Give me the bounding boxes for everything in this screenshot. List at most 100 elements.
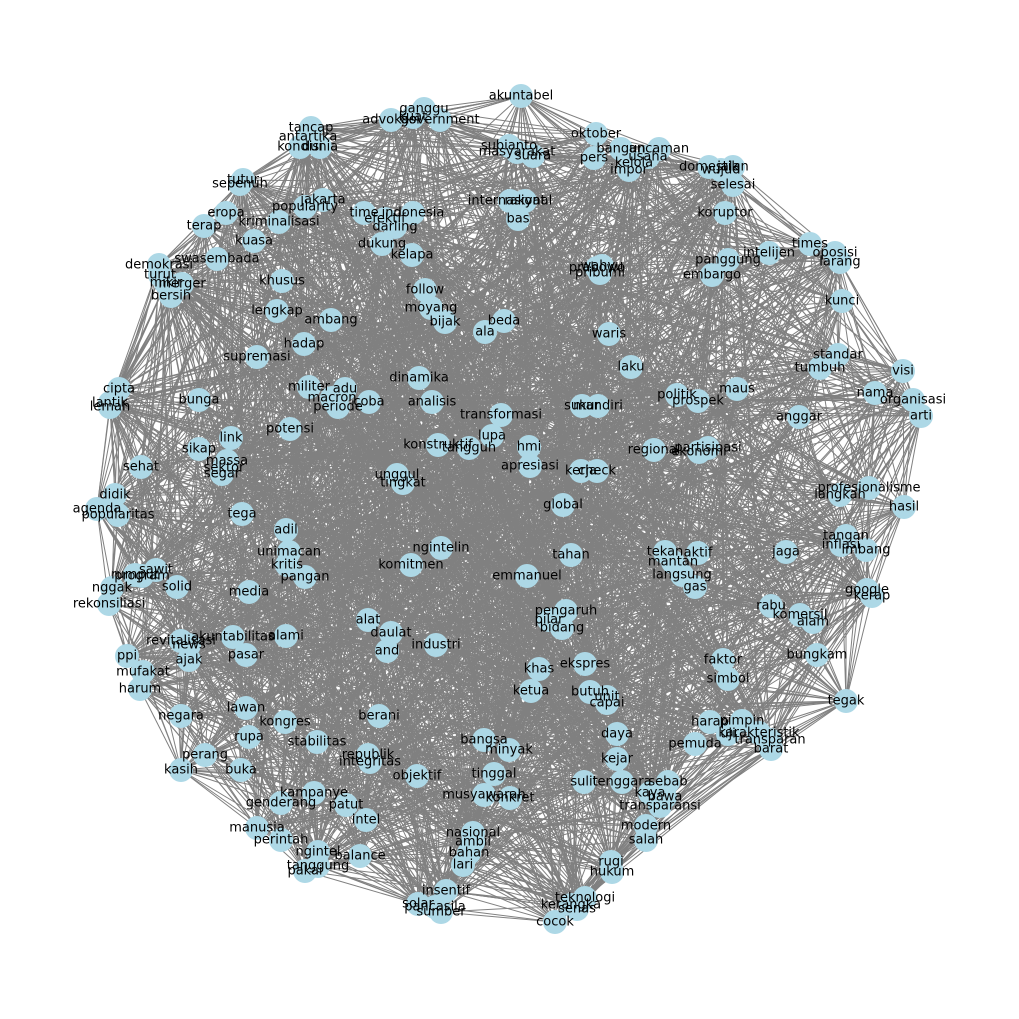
node-label: alam: [797, 615, 829, 630]
graph-edge: [114, 494, 369, 621]
graph-edge: [468, 696, 608, 854]
node-label: organisasi: [880, 393, 946, 408]
graph-edge: [472, 841, 572, 906]
graph-node: [311, 188, 335, 212]
node-label: lantik: [92, 396, 129, 411]
graph-edge: [645, 156, 649, 841]
graph-edge: [180, 769, 258, 829]
graph-edge: [554, 169, 630, 923]
graph-edge: [165, 282, 591, 693]
graph-edge: [304, 206, 618, 760]
graph-edge: [245, 654, 485, 796]
graph-edge: [126, 367, 821, 657]
node-label: merger: [158, 277, 206, 292]
graph-edge: [402, 482, 585, 783]
graph-edge: [417, 259, 729, 905]
graph-edge: [367, 754, 442, 913]
graph-edge: [649, 449, 655, 794]
graph-edge: [437, 444, 760, 734]
graph-edge: [645, 700, 847, 841]
graph-edge: [142, 671, 572, 906]
graph-edge: [601, 184, 734, 267]
node-label: pasar: [228, 648, 265, 663]
graph-edge: [159, 274, 369, 621]
node-label: unit: [594, 690, 619, 705]
node-label: cocok: [536, 915, 574, 930]
node-label: imbang: [842, 543, 891, 558]
node-label: gas: [684, 580, 707, 595]
node-label: kejar: [601, 752, 634, 767]
graph-edge: [319, 145, 510, 148]
graph-edge: [359, 852, 470, 857]
graph-edge: [819, 367, 841, 496]
node-label: akuntabel: [489, 89, 554, 104]
graph-edge: [181, 283, 418, 777]
graph-edge: [554, 265, 603, 923]
graph-edge: [126, 569, 157, 657]
graph-edge: [299, 146, 586, 899]
graph-edge: [165, 282, 678, 396]
graph-edge: [276, 156, 649, 312]
graph-edge: [768, 252, 821, 369]
node-label: integritas: [339, 755, 401, 770]
graph-edge: [245, 399, 914, 656]
graph-edge: [472, 151, 518, 843]
graph-edge: [440, 911, 556, 923]
graph-edge: [359, 212, 726, 857]
graph-edge: [430, 307, 724, 661]
node-label: wujud: [702, 163, 741, 178]
graph-edge: [140, 466, 556, 923]
graph-edge: [659, 416, 800, 807]
graph-edge: [203, 221, 280, 227]
node-label: analisis: [408, 395, 457, 410]
graph-edge: [158, 240, 255, 266]
graph-edge: [865, 415, 922, 551]
graph-edge: [529, 252, 836, 467]
graph-edge: [727, 392, 876, 680]
graph-edge: [203, 225, 729, 735]
graph-edge: [649, 367, 821, 794]
graph-edge: [134, 449, 655, 576]
graph-edge: [109, 402, 474, 834]
graph-edge: [359, 855, 419, 905]
node-label: hasil: [889, 500, 919, 515]
graph-edge: [232, 399, 914, 638]
graph-edge: [140, 274, 161, 468]
node-label: dunia: [302, 140, 338, 155]
graph-edge: [109, 108, 425, 404]
graph-edge: [322, 116, 414, 201]
graph-edge: [616, 614, 801, 760]
node-label: perang: [182, 748, 228, 763]
graph-edge: [769, 544, 842, 741]
node-label: objektif: [393, 769, 442, 784]
node-label: bungkam: [787, 648, 848, 663]
graph-node: [636, 145, 660, 169]
graph-edge: [837, 354, 870, 489]
node-label: check: [578, 464, 617, 479]
graph-edge: [841, 300, 904, 372]
graph-edge: [758, 549, 867, 734]
graph-edge: [412, 116, 485, 796]
node-label: follow: [406, 283, 445, 298]
node-label: langkah: [814, 488, 866, 503]
node-label: pers: [580, 151, 609, 166]
graph-edge: [248, 736, 282, 804]
node-label: terap: [187, 219, 222, 234]
graph-edge: [180, 715, 258, 829]
graph-edge: [159, 274, 696, 588]
graph-edge: [871, 506, 905, 597]
graph-edge: [140, 466, 873, 597]
graph-edge: [524, 200, 729, 680]
node-label: panggung: [695, 253, 761, 268]
graph-edge: [468, 852, 586, 899]
graph-node: [584, 122, 608, 146]
graph-edge: [741, 370, 904, 722]
graph-edge: [170, 295, 247, 656]
graph-edge: [118, 274, 161, 390]
graph-edge: [134, 574, 474, 834]
graph-edge: [412, 116, 666, 798]
graph-edge: [108, 603, 247, 709]
graph-edge: [239, 183, 511, 202]
graph-edge: [658, 148, 726, 214]
graph-edge: [242, 179, 696, 745]
